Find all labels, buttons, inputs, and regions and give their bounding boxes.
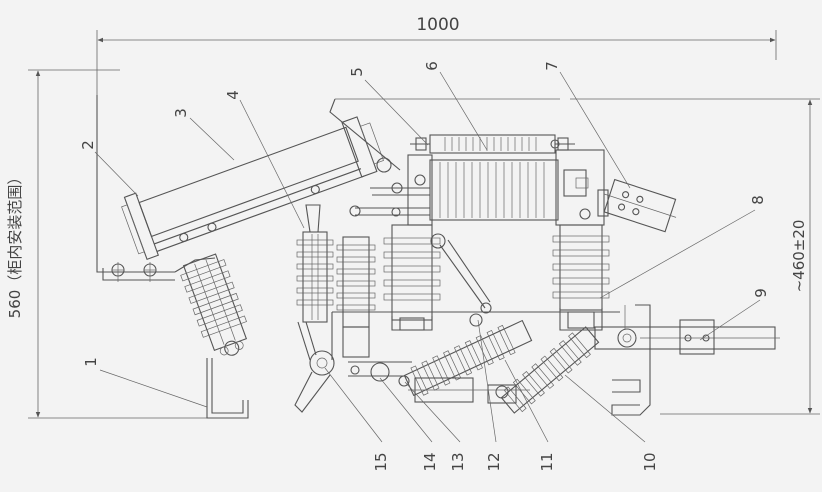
fins-c	[383, 237, 441, 301]
callout-4: 4	[224, 90, 242, 100]
callout-14: 14	[421, 452, 439, 471]
callout-labels: 1 2 3 4 5 6 7 8 9 10 11 12 13 14 15	[79, 61, 770, 471]
callout-12: 12	[485, 452, 503, 471]
height-dimension-label: 560（柜内安装范围）	[6, 170, 24, 319]
mechanism-drawing	[96, 95, 780, 419]
callout-10: 10	[641, 452, 659, 471]
callout-6: 6	[423, 61, 441, 71]
right-dimension-label: ~460±20	[790, 220, 808, 293]
fins-d	[552, 235, 610, 299]
callout-8: 8	[749, 195, 767, 205]
main-fins	[439, 162, 545, 218]
fins-b	[336, 244, 376, 311]
width-dimension-label: 1000	[416, 15, 459, 35]
fins-e	[503, 332, 591, 413]
callout-7: 7	[543, 61, 561, 71]
callout-11: 11	[538, 452, 556, 471]
callout-1: 1	[82, 357, 100, 367]
callout-9: 9	[752, 288, 770, 298]
callout-3: 3	[172, 108, 190, 118]
callout-15: 15	[372, 452, 390, 471]
fins-a	[296, 239, 334, 306]
callout-5: 5	[348, 67, 366, 77]
callout-2: 2	[79, 140, 97, 150]
callout-13: 13	[449, 452, 467, 471]
upper-fins	[444, 137, 537, 151]
dimension-lines	[28, 30, 820, 419]
fins-f	[410, 324, 516, 396]
leader-lines	[94, 71, 761, 443]
